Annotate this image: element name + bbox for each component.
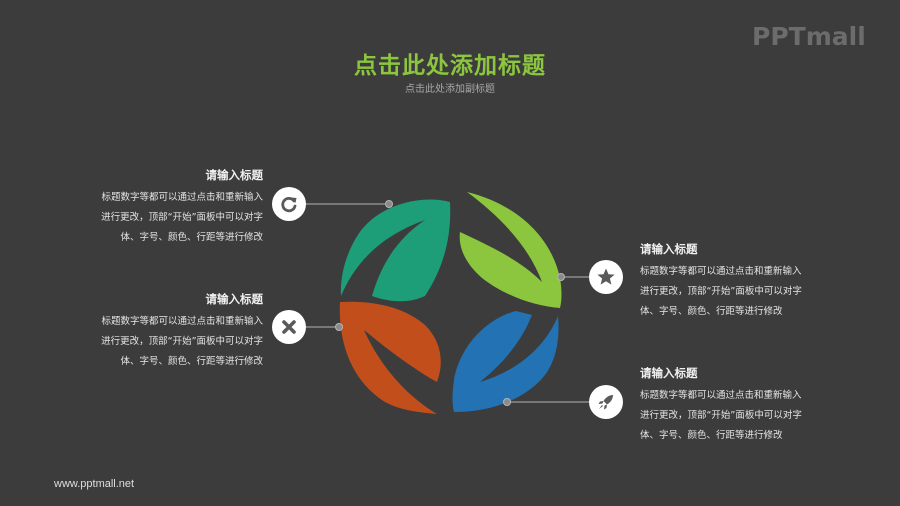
block-body[interactable]: 标题数字等都可以通过点击和重新输入 进行更改，顶部“开始”面板中可以对字 体、字…	[640, 262, 845, 322]
brand-logo: PPTmall	[752, 22, 866, 51]
connector-dots	[335, 200, 565, 406]
block-body[interactable]: 标题数字等都可以通过点击和重新输入 进行更改，顶部“开始”面板中可以对字 体、字…	[58, 188, 263, 248]
body-line: 体、字号、颜色、行距等进行修改	[640, 306, 783, 317]
star-icon	[597, 268, 615, 285]
footer-url: www.pptmall.net	[54, 478, 135, 490]
block-body[interactable]: 标题数字等都可以通过点击和重新输入 进行更改，顶部“开始”面板中可以对字 体、字…	[58, 312, 263, 372]
close-icon	[282, 320, 296, 334]
body-line: 进行更改，顶部“开始”面板中可以对字	[101, 336, 263, 347]
block-title[interactable]: 请输入标题	[640, 366, 698, 380]
body-line: 体、字号、颜色、行距等进行修改	[640, 430, 783, 441]
block-title[interactable]: 请输入标题	[205, 168, 264, 182]
body-line: 体、字号、颜色、行距等进行修改	[120, 232, 263, 243]
refresh-icon-button[interactable]	[272, 187, 306, 221]
leaf-green[interactable]	[459, 192, 562, 308]
body-line: 体、字号、颜色、行距等进行修改	[120, 356, 263, 367]
body-line: 进行更改，顶部“开始”面板中可以对字	[640, 410, 802, 421]
text-block-3: 请输入标题 标题数字等都可以通过点击和重新输入 进行更改，顶部“开始”面板中可以…	[58, 291, 263, 372]
body-line: 进行更改，顶部“开始”面板中可以对字	[101, 212, 263, 223]
block-title[interactable]: 请输入标题	[205, 292, 264, 306]
block-title[interactable]: 请输入标题	[640, 242, 698, 256]
refresh-icon	[281, 197, 297, 213]
close-icon-button[interactable]	[272, 310, 306, 344]
body-line: 标题数字等都可以通过点击和重新输入	[101, 316, 263, 327]
connector-lines	[306, 203, 589, 403]
rocket-icon-button[interactable]	[589, 385, 623, 419]
text-block-4: 请输入标题 标题数字等都可以通过点击和重新输入 进行更改，顶部“开始”面板中可以…	[640, 365, 845, 446]
body-line: 进行更改，顶部“开始”面板中可以对字	[640, 286, 802, 297]
page-title[interactable]: 点击此处添加标题	[354, 53, 546, 79]
page-subtitle[interactable]: 点击此处添加副标题	[405, 84, 495, 95]
body-line: 标题数字等都可以通过点击和重新输入	[640, 390, 802, 401]
text-block-1: 请输入标题 标题数字等都可以通过点击和重新输入 进行更改，顶部“开始”面板中可以…	[58, 167, 263, 248]
leaf-blue[interactable]	[452, 311, 559, 412]
leaf-orange[interactable]	[339, 301, 441, 414]
body-line: 标题数字等都可以通过点击和重新输入	[640, 266, 802, 277]
star-icon-button[interactable]	[589, 260, 623, 294]
text-block-2: 请输入标题 标题数字等都可以通过点击和重新输入 进行更改，顶部“开始”面板中可以…	[640, 241, 845, 322]
body-line: 标题数字等都可以通过点击和重新输入	[101, 192, 263, 203]
rocket-icon	[598, 395, 613, 410]
leaf-teal[interactable]	[340, 199, 451, 302]
block-body[interactable]: 标题数字等都可以通过点击和重新输入 进行更改，顶部“开始”面板中可以对字 体、字…	[640, 386, 845, 446]
